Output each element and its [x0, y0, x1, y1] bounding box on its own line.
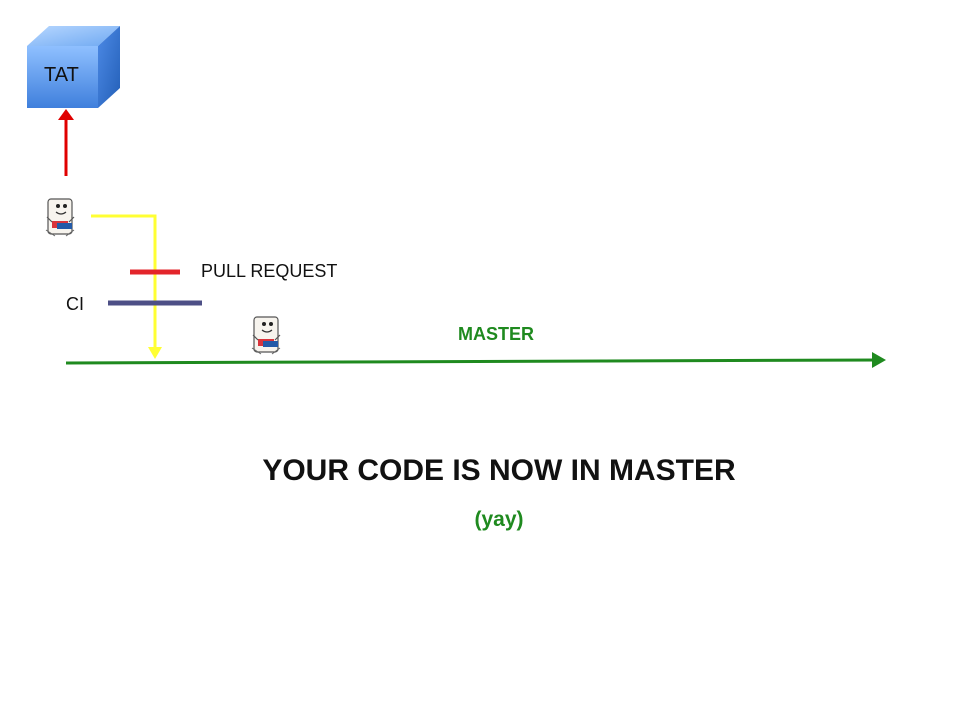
ci-label: CI: [66, 294, 84, 314]
tat-label: TAT: [44, 64, 79, 86]
subline: (yay): [474, 508, 524, 531]
headline: YOUR CODE IS NOW IN MASTER: [262, 454, 736, 487]
pull-request-label: PULL REQUEST: [201, 261, 338, 281]
master-label: MASTER: [458, 324, 534, 344]
master-branch-line: [65, 352, 886, 368]
bill-mascot-icon: [251, 316, 281, 355]
pull-request-path: [91, 214, 162, 359]
tat-arrow: [58, 109, 74, 176]
bill-mascot-icon: [45, 198, 75, 237]
tat-box-icon: [27, 26, 120, 108]
